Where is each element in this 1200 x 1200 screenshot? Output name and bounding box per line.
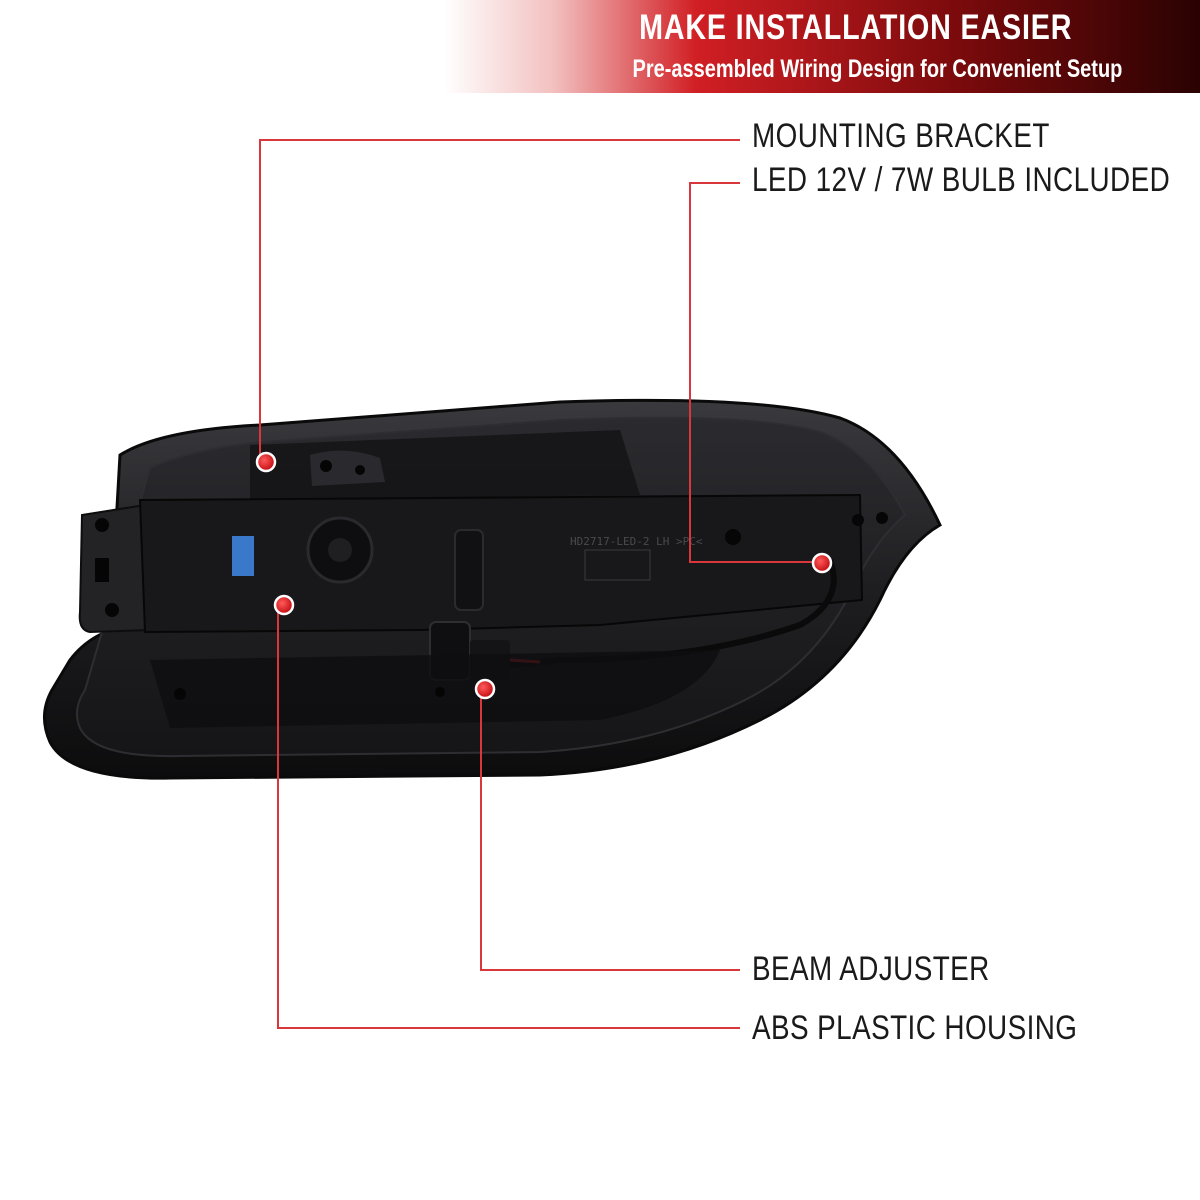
abs-housing-leader (277, 606, 740, 1029)
mounting-bracket-label: MOUNTING BRACKET (752, 117, 1050, 155)
callout-dots (255, 451, 833, 700)
lower-recess (150, 650, 720, 728)
led-bulb-leader (689, 182, 822, 563)
mounting-bracket-leader (259, 139, 740, 462)
left-mounting-bracket (78, 503, 152, 634)
banner-title: MAKE INSTALLATION EASIER (638, 8, 1072, 47)
header-banner: MAKE INSTALLATION EASIER Pre-assembled W… (0, 0, 1200, 93)
beam-adjuster-leader (480, 690, 740, 971)
lamp-body: HD2717-LED-2 LH >PC< (138, 493, 888, 634)
led-bulb-dot (811, 552, 833, 574)
upper-recess (250, 430, 640, 500)
banner-subtitle: Pre-assembled Wiring Design for Convenie… (632, 55, 1122, 83)
abs-housing-dot (273, 594, 295, 616)
led-bulb-label: LED 12V / 7W BULB INCLUDED (752, 161, 1171, 199)
beam-adjuster-dot (474, 678, 496, 700)
beam-adjuster-label: BEAM ADJUSTER (752, 950, 990, 988)
mounting-bracket-dot (255, 451, 277, 473)
blue-label-sticker (232, 536, 254, 576)
beam-adjuster-screw (454, 529, 484, 611)
leader-lines (259, 139, 822, 1029)
abs-housing-label: ABS PLASTIC HOUSING (752, 1009, 1078, 1047)
part-marking: HD2717-LED-2 LH >PC< (570, 535, 703, 548)
